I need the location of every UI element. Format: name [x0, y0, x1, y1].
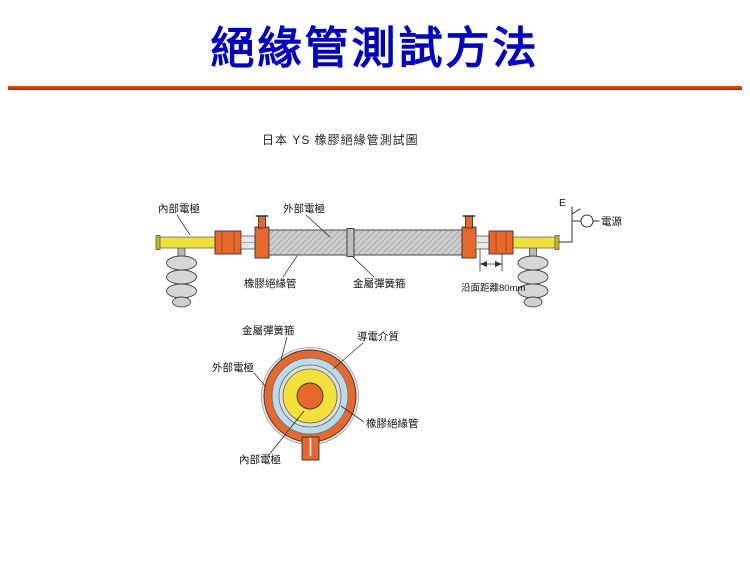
spring-band-middle — [346, 228, 355, 257]
cross-section-diagram: 金屬彈簧箍 導電介質 外部電極 橡膠絕緣管 內部電極 — [212, 324, 419, 466]
insulator-shed — [166, 255, 197, 271]
bolt-right — [465, 215, 473, 229]
insulator-cap — [172, 296, 191, 308]
leader-line — [332, 342, 364, 370]
leader-line — [305, 214, 331, 238]
leader-line — [253, 372, 267, 388]
terminal-tick — [571, 208, 581, 215]
dim-arrowhead — [495, 261, 502, 267]
leader-line — [340, 405, 365, 423]
label-inner-electrode: 內部電極 — [239, 453, 281, 466]
label-metal-spring-band: 金屬彈簧箍 — [353, 277, 406, 290]
bolt-left — [258, 215, 266, 229]
insulator-shed — [517, 269, 549, 285]
insulator-shed — [166, 269, 197, 285]
insulator-stack-left — [166, 247, 197, 308]
label-outer-electrode: 外部電極 — [283, 202, 325, 215]
power-source-symbol — [580, 214, 594, 228]
title-divider — [8, 86, 742, 90]
label-creepage-distance: 沿面距離80mm — [461, 282, 525, 294]
rod-end-cap-right — [554, 235, 560, 250]
leader-line — [282, 255, 298, 278]
leader-line — [176, 214, 191, 236]
inner-electrode-core — [296, 382, 324, 410]
inner-electrode-rod-left — [158, 236, 220, 249]
insulator-shed — [517, 255, 549, 271]
label-outer-electrode: 外部電極 — [212, 361, 254, 374]
label-rubber-tube: 橡膠絕緣管 — [366, 417, 419, 430]
insulator-cap — [523, 296, 543, 308]
rod-end-cap-left — [155, 235, 161, 250]
label-terminal-e: E — [559, 197, 566, 209]
clamp-left — [214, 230, 242, 255]
leader-line — [280, 336, 288, 361]
flange-left — [254, 226, 270, 259]
label-rubber-tube: 橡膠絕緣管 — [244, 277, 297, 290]
leader-line — [352, 256, 375, 278]
circuit-wire — [558, 206, 573, 243]
insulator-shed — [166, 283, 197, 299]
clamp-right — [488, 230, 514, 255]
insulator-stack-right — [517, 247, 549, 308]
label-inner-electrode: 內部電極 — [158, 202, 200, 215]
label-metal-spring-band: 金屬彈簧箍 — [242, 324, 295, 337]
leader-line — [267, 410, 305, 457]
inner-electrode-rod-right — [510, 236, 558, 249]
dim-arrowhead — [480, 261, 487, 267]
side-view-diagram: 內部電極 外部電極 橡膠絕緣管 金屬彈簧箍 沿面距離80mm E 電源 — [155, 197, 622, 308]
flange-right — [461, 226, 477, 259]
label-power-source: 電源 — [601, 215, 622, 228]
rubber-tube-hatch — [269, 230, 462, 255]
page-title: 絕緣管測試方法 — [210, 24, 540, 73]
diagram-caption: 日本 YS 橡膠絕緣管測試圖 — [262, 133, 419, 147]
label-conductive-medium: 導電介質 — [357, 330, 399, 343]
